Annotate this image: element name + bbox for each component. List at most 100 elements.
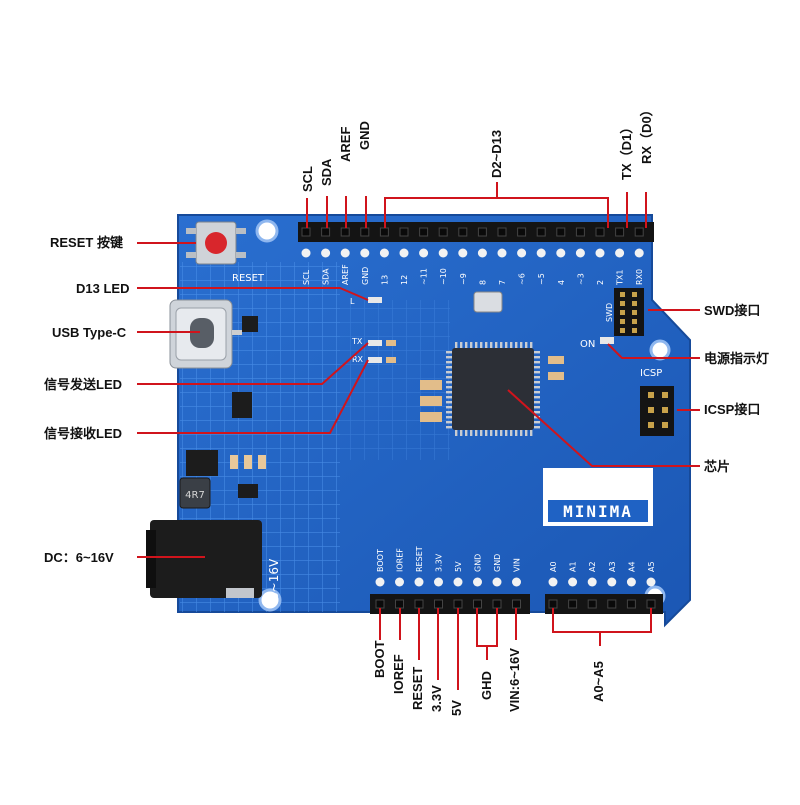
inductor-text: 4R7 (185, 490, 205, 501)
reset-button-part (186, 221, 246, 265)
solder-pad (646, 577, 656, 587)
power-pin-silk: 3.3V (435, 553, 444, 572)
tx-silk-text: TX (351, 337, 363, 346)
analog-pin-silk: A5 (647, 561, 656, 572)
header-pin (626, 599, 636, 609)
solder-pad (477, 248, 487, 258)
usb-c-part (169, 299, 233, 369)
label-5v: 5V (449, 700, 464, 716)
rx-silk-text: RX (352, 355, 364, 364)
header-pin (575, 227, 585, 237)
header-pin (634, 227, 644, 237)
solder-pad (634, 248, 644, 258)
analog-pin-silk: A2 (588, 561, 597, 572)
solder-pad (548, 577, 558, 587)
analog-pin-silk: A1 (569, 561, 578, 572)
crystal (473, 291, 503, 313)
label-icsp: ICSP接口 (704, 402, 761, 417)
label-rx-led: 信号接收LED (44, 426, 123, 441)
solder-pad (575, 248, 585, 258)
power-pin-silk: RESET (415, 546, 424, 572)
solder-pad (360, 248, 370, 258)
label-ioref: IOREF (391, 654, 406, 694)
leader-a0-a5 (552, 608, 652, 633)
power-pin-silk: GND (493, 554, 502, 572)
solder-pad (419, 248, 429, 258)
top-pin-silk: ~10 (439, 268, 448, 285)
on-silk-text: ON (580, 339, 595, 350)
solder-pad (375, 577, 385, 587)
top-pin-silk: SCL (302, 269, 311, 285)
dc-jack-part (146, 520, 262, 598)
label-scl: SCL (300, 166, 315, 192)
icsp-silk-text: ICSP (640, 368, 662, 379)
top-pin-silk: ~11 (420, 268, 429, 285)
solder-pad (607, 577, 617, 587)
solder-pad (492, 577, 502, 587)
top-pin-silk: 12 (400, 275, 409, 285)
tx-led-part (368, 340, 382, 346)
solder-pad (615, 248, 625, 258)
power-pin-silk: 5V (454, 561, 463, 572)
label-d13-led: D13 LED (76, 281, 130, 296)
header-pin (360, 227, 370, 237)
top-pin-silk: RX0 (635, 269, 644, 285)
solder-pad (340, 248, 350, 258)
label-boot: BOOT (372, 640, 387, 678)
label-swd: SWD接口 (704, 303, 761, 318)
header-pin (556, 227, 566, 237)
voltage-silk-text: 6~16V (267, 558, 281, 600)
header-pin (321, 227, 331, 237)
mount-hole (258, 588, 282, 612)
label-aref: AREF (338, 126, 353, 162)
header-pin (473, 599, 482, 609)
top-pin-silk: SDA (322, 268, 331, 285)
solder-pad (438, 248, 448, 258)
solder-pad (536, 248, 546, 258)
header-pin (607, 599, 617, 609)
power-pin-silk: GND (474, 554, 483, 572)
reset-silk-text: RESET (232, 273, 265, 284)
header-pin (340, 227, 350, 237)
analog-pin-silk: A3 (608, 561, 617, 572)
label-tx-led: 信号发送LED (44, 377, 123, 392)
top-pin-silk: 7 (498, 280, 507, 285)
header-pin (568, 599, 578, 609)
header-pin (615, 227, 625, 237)
solder-pad (379, 248, 389, 258)
solder-pad (321, 248, 331, 258)
top-pin-silk: AREF (341, 264, 350, 285)
label-ghd: GHD (479, 671, 494, 700)
header-pin (512, 599, 521, 609)
leader-tx (137, 342, 369, 385)
header-pin (375, 599, 385, 609)
header-pin (379, 227, 389, 237)
label-vin: VIN:6~16V (507, 648, 522, 712)
header-pin (453, 599, 463, 609)
mount-hole (255, 219, 279, 243)
power-pin-silk: VIN (513, 558, 522, 572)
analog-header (545, 594, 663, 614)
solder-pad (399, 248, 409, 258)
header-pin (395, 599, 404, 609)
mount-hole (649, 339, 671, 361)
header-pin (399, 227, 409, 237)
label-tx-d1: TX（D1） (619, 120, 634, 180)
solder-pad (587, 577, 597, 587)
icsp-header-part (640, 386, 674, 436)
top-pin-silk: GND (361, 267, 370, 285)
header-pin (301, 227, 311, 237)
solder-pad (556, 248, 566, 258)
solder-pad (517, 248, 527, 258)
label-gnd: GND (357, 121, 372, 150)
label-sda: SDA (319, 158, 334, 186)
header-pin (419, 227, 429, 237)
analog-pin-silk: A0 (549, 561, 558, 572)
brand-text: MINIMA (563, 502, 633, 521)
header-pin (517, 227, 527, 237)
swd-silk-text: SWD (605, 303, 614, 322)
solder-pad (395, 577, 404, 587)
header-pin (477, 227, 487, 237)
